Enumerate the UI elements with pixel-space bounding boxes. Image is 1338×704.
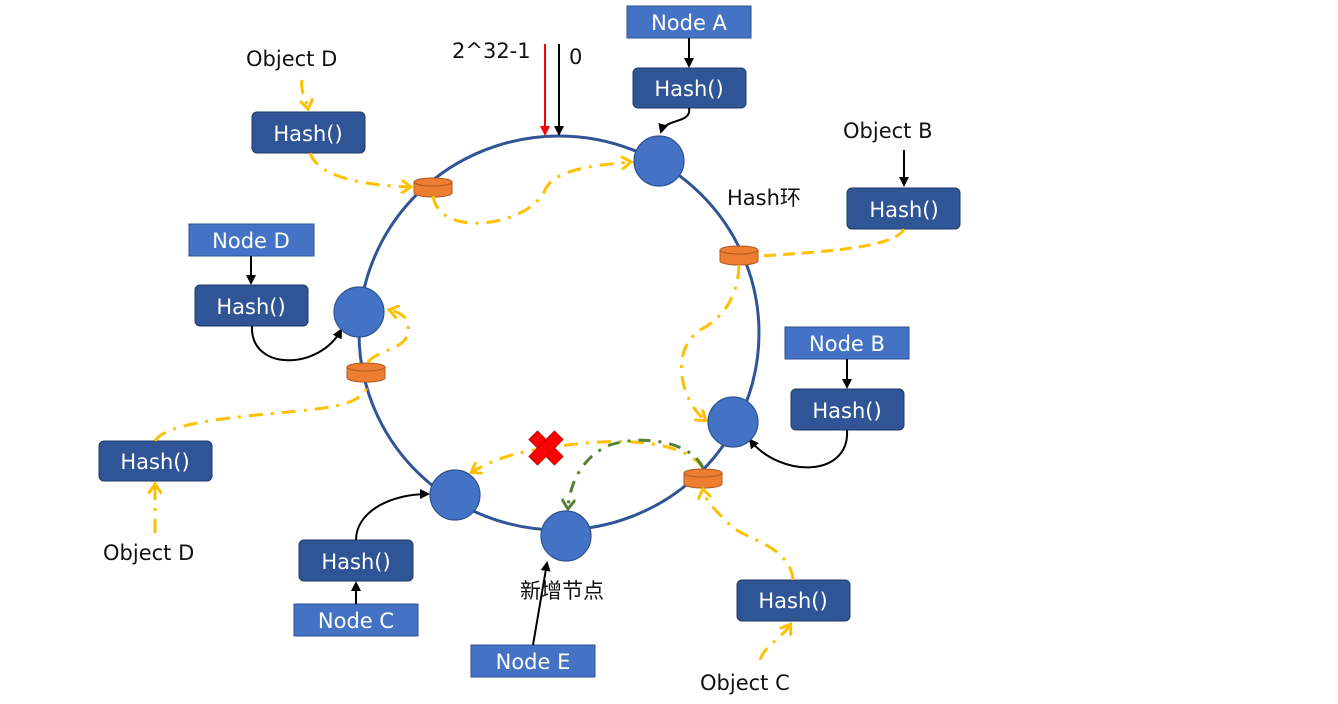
node-a-hash-label: Hash() bbox=[654, 77, 723, 101]
node-a-label-box bbox=[626, 5, 752, 39]
object-d-top-label: Object D bbox=[246, 47, 337, 71]
object-d-bottom-to-node-d-path bbox=[366, 310, 410, 364]
object-storage-b bbox=[719, 245, 759, 266]
node-d-label-box bbox=[188, 223, 315, 257]
object-b-label: Object B bbox=[843, 119, 932, 143]
new-node-caption: 新增节点 bbox=[520, 579, 604, 603]
server-node-d bbox=[333, 286, 385, 338]
object-d-bottom-label: Object D bbox=[103, 541, 194, 565]
object-c-arrow bbox=[758, 625, 790, 661]
ring-end-label: 2^32-1 bbox=[452, 39, 531, 63]
node-b-label-box bbox=[784, 326, 910, 360]
node-b-label: Node B bbox=[809, 332, 885, 356]
node-e-group: Node E 新增节点 bbox=[470, 510, 604, 678]
object-c-hash-label: Hash() bbox=[758, 589, 827, 613]
server-node-c bbox=[429, 469, 481, 521]
object-d-bottom-hash-label: Hash() bbox=[120, 450, 189, 474]
object-d-top-hash-label: Hash() bbox=[273, 122, 342, 146]
object-d-top-hash-path bbox=[308, 152, 410, 187]
object-d-bottom-hash-path bbox=[153, 384, 370, 442]
object-c-migration-path bbox=[568, 438, 705, 508]
object-d-top-hash-box bbox=[251, 111, 366, 154]
object-d-top-to-node-a-path bbox=[431, 162, 630, 225]
object-d-top-arrow bbox=[302, 79, 308, 108]
node-d-hash-label: Hash() bbox=[216, 295, 285, 319]
node-c-group: Node C Hash() bbox=[293, 469, 481, 637]
node-d-hash-arrow bbox=[250, 325, 342, 362]
object-c-hash-box bbox=[736, 579, 851, 622]
node-b-group: Node B Hash() bbox=[707, 326, 910, 469]
node-c-label-box bbox=[293, 603, 419, 637]
node-c-hash-label: Hash() bbox=[321, 550, 390, 574]
node-e-label: Node E bbox=[496, 650, 571, 674]
object-storage-c bbox=[683, 468, 723, 489]
node-a-label: Node A bbox=[651, 11, 727, 35]
object-c-label: Object C bbox=[700, 671, 790, 695]
node-d-label: Node D bbox=[212, 229, 290, 253]
node-a-group: Node A Hash() bbox=[626, 5, 752, 187]
hash-ring-label: Hash环 bbox=[727, 186, 801, 210]
object-b-hash-label: Hash() bbox=[869, 198, 938, 222]
ring-start-label: 0 bbox=[569, 45, 582, 69]
node-b-hash-label: Hash() bbox=[812, 399, 881, 423]
node-a-hash-arrow bbox=[658, 107, 691, 134]
object-b-hash-path bbox=[759, 228, 906, 258]
object-storage-d-top bbox=[413, 177, 453, 198]
node-b-hash-arrow bbox=[748, 429, 849, 469]
node-d-group: Node D Hash() bbox=[188, 223, 385, 362]
removed-path-x-icon bbox=[528, 430, 564, 466]
server-node-a bbox=[633, 135, 685, 187]
node-e-label-box bbox=[470, 644, 596, 678]
server-node-b bbox=[707, 396, 759, 448]
object-storage-d-bottom bbox=[346, 362, 386, 383]
node-e-arrow bbox=[532, 561, 551, 646]
server-node-e bbox=[540, 510, 592, 562]
object-c-old-path bbox=[472, 440, 705, 472]
object-b-to-node-b-path bbox=[680, 264, 741, 420]
node-c-hash-arrow bbox=[355, 489, 430, 541]
node-c-label: Node C bbox=[318, 609, 394, 633]
object-c-hash-path bbox=[703, 490, 795, 581]
